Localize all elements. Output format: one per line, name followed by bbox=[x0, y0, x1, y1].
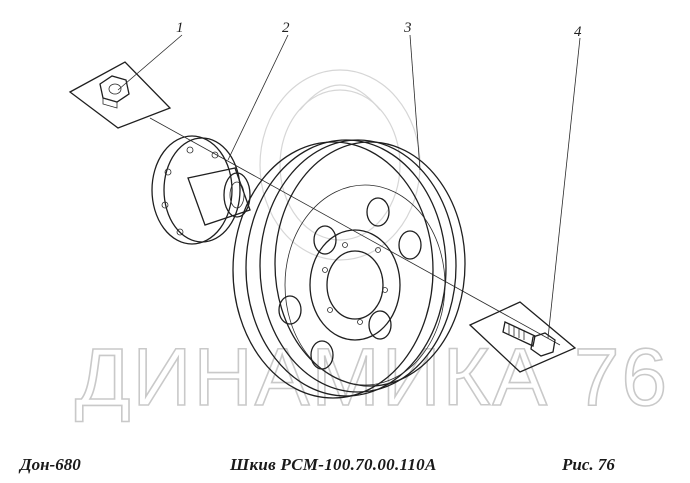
watermark-logo bbox=[259, 69, 421, 261]
hub-flange-icon bbox=[151, 135, 251, 245]
callout-4: 4 bbox=[574, 24, 582, 40]
hub-flange-part bbox=[151, 135, 251, 245]
callout-3: 3 bbox=[403, 20, 412, 36]
nut-part bbox=[68, 61, 172, 129]
leader-lines bbox=[117, 34, 581, 339]
caption-title: Шкив РСМ-100.70.00.110А bbox=[230, 455, 437, 474]
pulley-part bbox=[232, 139, 466, 399]
callout-1: 1 bbox=[176, 20, 184, 36]
nut-icon bbox=[99, 75, 130, 109]
caption-model: Дон-680 bbox=[20, 455, 81, 474]
watermark-text: ДИНАМИКА 76 bbox=[75, 332, 669, 423]
pulley-icon bbox=[232, 139, 466, 399]
bolt-icon bbox=[502, 321, 556, 357]
callout-2: 2 bbox=[282, 20, 290, 36]
bolt-part bbox=[468, 301, 577, 373]
caption-figure-number: Рис. 76 bbox=[562, 455, 615, 474]
assembly-axis bbox=[149, 117, 561, 346]
